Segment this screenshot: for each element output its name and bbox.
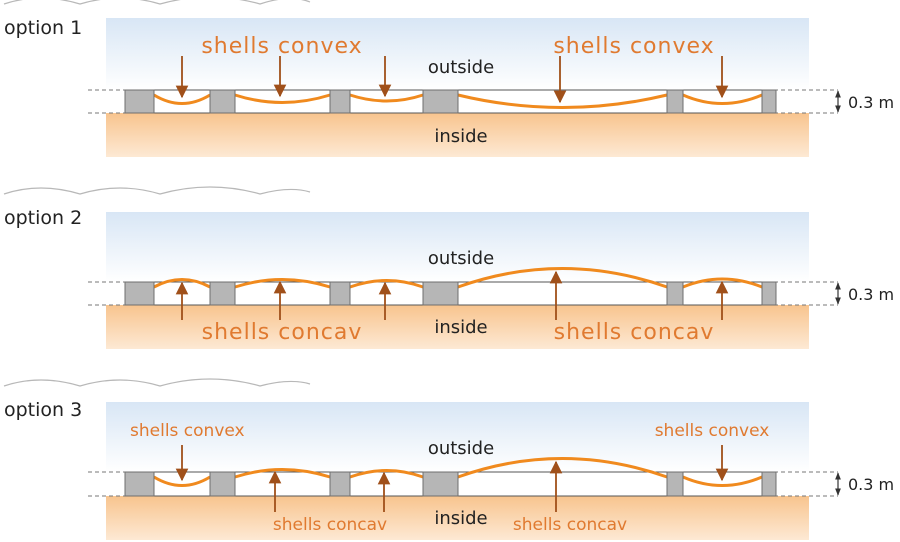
shell-convex [682,93,763,105]
option-2-panel: option 2 outside inside shells concav sh… [3,186,894,349]
inside-area [106,305,809,349]
pillar [329,281,351,306]
option-title: option 3 [4,399,82,421]
shell-convex [153,475,211,487]
pillar [761,281,777,306]
shell-concave [682,277,763,289]
outside-label: outside [428,438,494,459]
pillar [666,89,684,114]
pillar [124,471,155,497]
pillar [124,281,155,306]
pillar [666,281,684,306]
shell-convex [234,93,331,104]
cloud-decoration [3,0,311,5]
inside-label: inside [434,317,487,338]
inside-label: inside [434,508,487,529]
shell-concave [153,278,211,289]
outside-area [106,402,809,472]
inside-area [106,496,809,540]
shell-concave [234,468,331,479]
inside-area [106,113,809,157]
pillar [209,471,236,497]
option-1-panel: option 1 outside inside shells convex sh… [3,0,894,157]
shell-concave [234,278,331,289]
thickness-label: 0.3 m [848,93,894,112]
shell-convex [682,475,763,487]
pillar [422,471,459,497]
pillar [666,471,684,497]
shell-label: shells concav [554,320,715,345]
inside-label: inside [434,126,487,147]
shell-label: shells convex [655,421,770,441]
option-3-panel: option 3 outside inside shells convex sh… [3,378,894,540]
outside-area [106,212,809,282]
shell-label: shells convex [201,34,362,59]
shell-label: shells concav [513,515,627,535]
thickness-label: 0.3 m [848,475,894,494]
shell-label: shells concav [273,515,387,535]
pillar [124,89,155,114]
pillar [329,89,351,114]
thickness-label: 0.3 m [848,285,894,304]
option-title: option 1 [4,17,82,39]
pillar [761,89,777,114]
option-title: option 2 [4,207,82,229]
pillar [422,281,459,306]
outside-label: outside [428,57,494,78]
pillar [209,89,236,114]
shell-convex [457,93,668,109]
shell-convex [349,93,424,103]
cloud-decoration [3,378,311,387]
shell-label: shells concav [202,320,363,345]
shell-concave [349,469,424,479]
shell-concave [457,267,668,289]
shell-concave [457,457,668,479]
shell-label: shells convex [130,421,245,441]
pillar [422,89,459,114]
shell-label: shells convex [553,34,714,59]
shell-concave [349,279,424,289]
pillar [209,281,236,306]
outside-area [106,18,809,90]
pillar [761,471,777,497]
pillar [329,471,351,497]
shell-convex [153,93,211,105]
cloud-decoration [3,186,311,195]
outside-label: outside [428,248,494,269]
